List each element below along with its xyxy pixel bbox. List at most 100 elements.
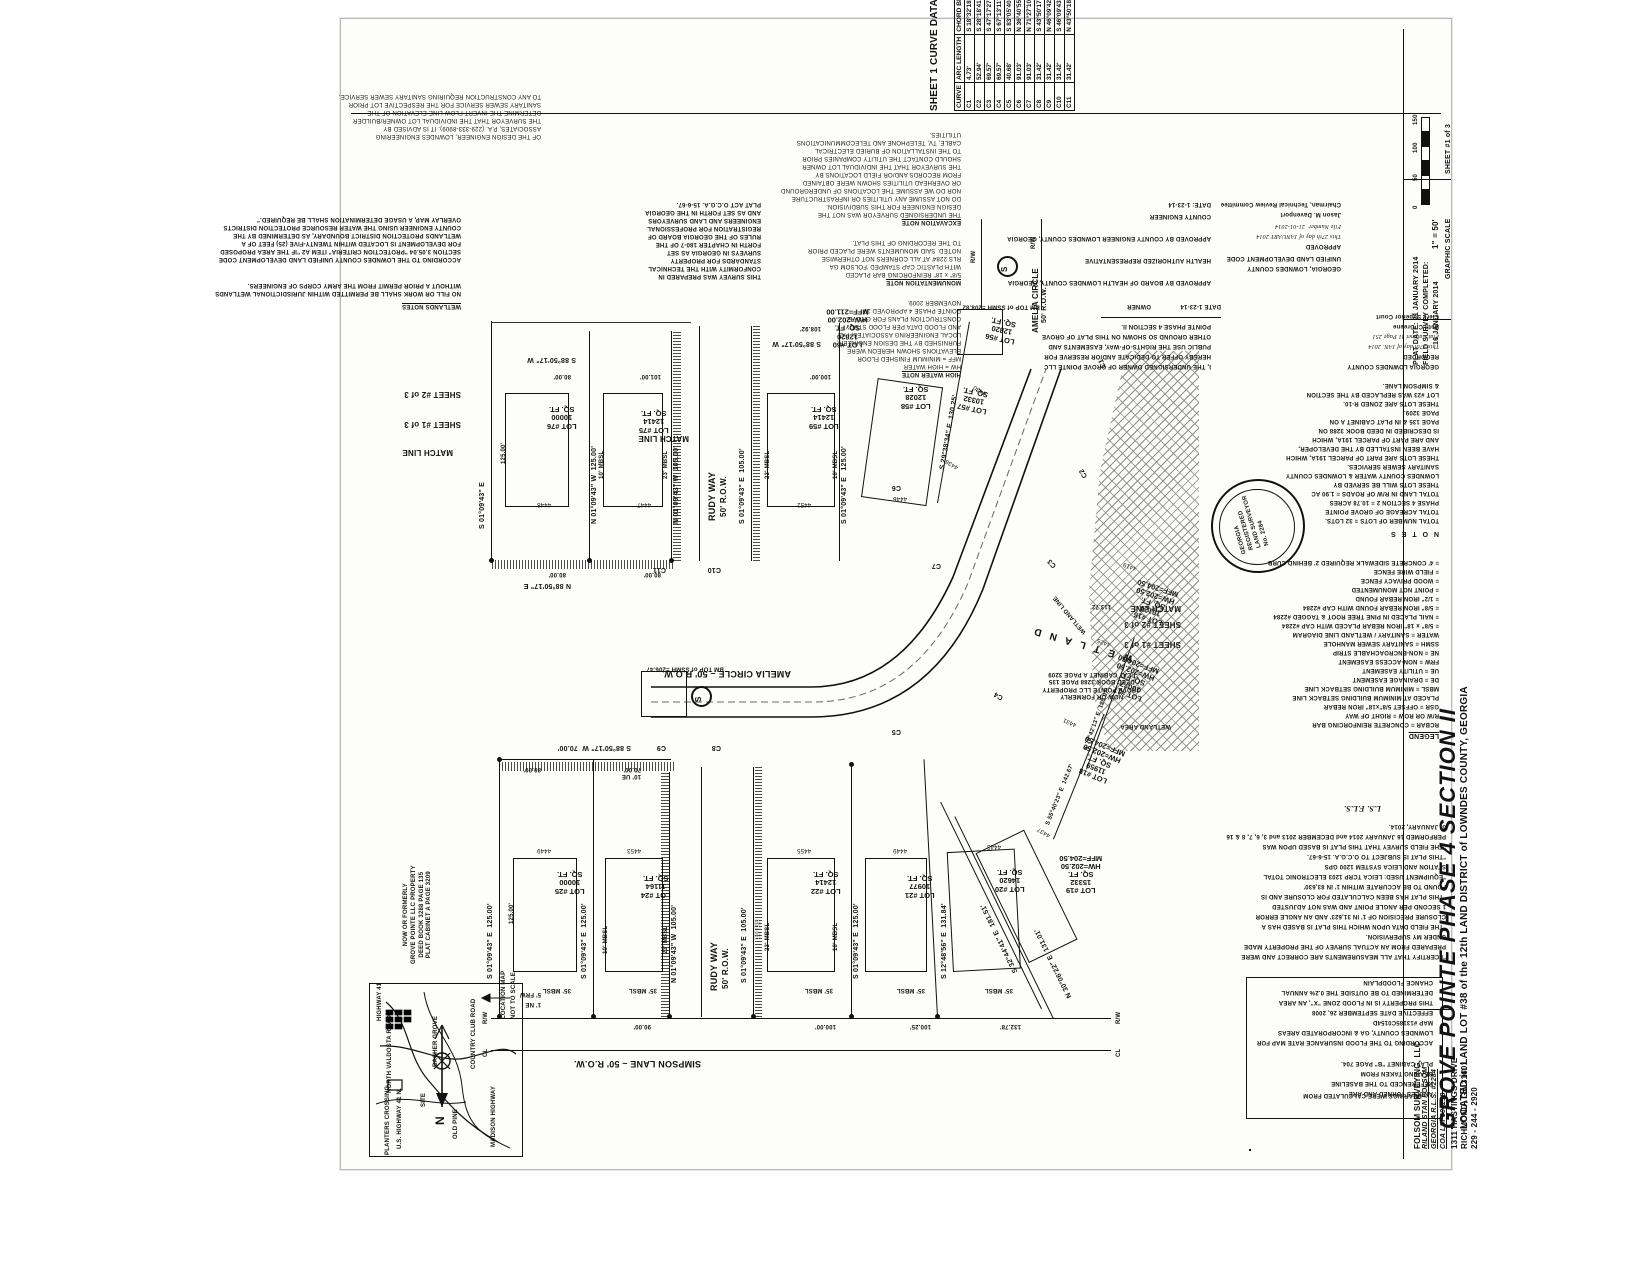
- curve-table-header-row: CURVE ARC LENGTH CHORD BEARING CHORD LEN…: [954, 0, 965, 111]
- vicinity-label-0: HIGHWAY 41: [377, 982, 383, 1021]
- exc-line-5: FROM RECORDS AND/OR FIELD LOCATIONS BY: [815, 171, 961, 177]
- surveyor-city: RICHMOND, GA 31601: [1460, 1060, 1469, 1149]
- curve-data-wrap: SHEET 1 CURVE DATA CURVE ARC LENGTH CHOR…: [929, 0, 1075, 111]
- curve-cell-curve: C10: [1054, 82, 1065, 111]
- bearing-6: S 12°48'56" E 131.84': [941, 903, 948, 979]
- curve-cell-curve: C1: [964, 82, 975, 111]
- lot24-hand: 4453: [626, 846, 642, 853]
- benchmark-box-2: [957, 309, 1003, 355]
- lot76-hand: 4448: [536, 500, 552, 507]
- rudy-way-row-2: 50' R.O.W.: [719, 476, 728, 517]
- dim-11372: 113.72': [1090, 603, 1111, 609]
- wetlands-note-1: ACCORDING TO THE LOWNDES COUNTY UNIFIED …: [218, 216, 461, 262]
- curve-cell-arc-length: 4.73': [964, 34, 975, 83]
- mon-line-0: 5/8" x 18" REINFORCING BAR PLACED: [845, 271, 961, 277]
- exc-line-4: OR OVERHEAD UTILITIES SHOWN WERE OBTAINE…: [802, 179, 961, 185]
- mbsl-35-b: 35' MBSL: [628, 987, 657, 993]
- curve-cell-curve: C2: [974, 82, 985, 111]
- mbsl-35-e: 35' MBSL: [984, 987, 1013, 993]
- lot22-hand: 4455: [796, 846, 812, 853]
- lot58-hand: 4446: [892, 494, 908, 501]
- corner-node: [935, 1014, 940, 1019]
- curve-cell-chord-bearing: N 36°40'55" E: [1014, 0, 1025, 35]
- mon-line-2: RLS 2284' AT ALL CORNERS NOT OTHERWISE: [821, 255, 961, 261]
- simpson-lane-row-e: [491, 1017, 1111, 1019]
- scale-label: 1" = 50': [1431, 219, 1440, 249]
- dim-13278: 132.78': [999, 1023, 1021, 1029]
- corner-node: [751, 1014, 756, 1019]
- curve-cell-chord-bearing: S 67°13'11" W: [994, 0, 1005, 35]
- uldc-line-3: Jason M. Davenport: [1280, 211, 1341, 217]
- exc-line-9: CABLE, TV, TELEPHONE AND TELECOMMUNICATI…: [796, 139, 961, 145]
- curve-col-chordb: CHORD BEARING: [954, 0, 965, 35]
- dim-80-b: 80.00': [548, 571, 566, 577]
- bearing-18: S 88°50'17" W: [772, 340, 821, 347]
- bearing-15: S 01°09'43" E 105.00': [739, 448, 746, 524]
- dim-100-b: 100.00': [809, 373, 831, 379]
- design-line-0: OF THE DESIGN ENGINEER, LOWNDES ENGINEER…: [375, 133, 541, 139]
- design-line-4: SANITARY SEWER SERVICE FOR THE RESPECTIV…: [348, 101, 541, 107]
- dim-90: 90.00': [633, 1023, 651, 1029]
- curve-cell-arc-length: 69.57': [984, 34, 995, 83]
- curve-table-body: C14.73'S 18°32'18" W4.73'179.00'C252.94'…: [964, 0, 1075, 111]
- curve-cell-chord-bearing: S 28°18'41" W: [974, 0, 985, 35]
- approval-1-role: COUNTY ENGINEER: [1149, 213, 1211, 219]
- date-label: DATE 1-23-14: [1180, 303, 1221, 309]
- benchmark-box-1: [641, 671, 687, 717]
- lot25-hand: 4449: [536, 846, 552, 853]
- curve-cell-curve: C9: [1044, 82, 1055, 111]
- curve-callout-c10: C10: [707, 566, 721, 573]
- tech-line-0: THIS SURVEY WAS PREPARED IN: [658, 273, 761, 279]
- design-line-2: THE SURVEYOR THAT THE INDIVIDUAL LOT OWN…: [352, 117, 541, 123]
- ne-label: 1' NE: [525, 1001, 541, 1007]
- mbsl-23-c: 23' MBSL: [663, 450, 669, 479]
- exc-line-8: TO THE INSTALLATION OF BURIED ELECTRICAL: [814, 147, 961, 153]
- curve-cell-chord-bearing: S 18°32'18" W: [964, 0, 975, 35]
- bearing-16: S 01°09'43" E 125.00': [841, 446, 848, 524]
- high-water-note-title: HIGH WATER NOTE: [901, 371, 961, 377]
- wetlands-notes-title: WETLANDS NOTES: [401, 303, 461, 309]
- surveyor-name: RILAND STAN FOLSOM: [1422, 1066, 1429, 1149]
- vicinity-label-7: MADISON HIGHWAY: [491, 1085, 497, 1147]
- bearing-2: S 01°09'43" E 125.00': [581, 903, 588, 979]
- tb-rule-1: [1403, 179, 1451, 181]
- bearing-11: S 01°09'43" E: [479, 482, 486, 529]
- mbsl-35: 35' MBSL: [542, 987, 571, 993]
- approval-0-role: HEALTH AUTHORIZED REPRESENTATIVE: [1084, 257, 1211, 263]
- design-line-5: TO ANY CONSTRUCTION REQUIRING SANITARY S…: [338, 93, 541, 99]
- mon-line-3: NOTED. SAID MONUMENTS WERE PLACED PRIOR: [807, 247, 961, 253]
- design-line-3: DETERMINE THE INVERT FLOW LINE ELEVATION…: [367, 109, 541, 115]
- curve-cell-arc-length: 31.42': [1044, 34, 1055, 83]
- dim-100: 100.00': [814, 1023, 836, 1029]
- hw-line-8: NOVEMBER 2009.: [907, 299, 961, 305]
- vicinity-label-1: NORTH VALDOSTA ROAD: [387, 1014, 393, 1093]
- simpson-cl-mark-2: CL: [1116, 1048, 1122, 1057]
- street-label-rudy-way-1: RUDY WAY: [709, 941, 719, 991]
- dedication-line-4: POINTE PHASE 4 SECTION II.: [1121, 323, 1211, 329]
- curve-cell-arc-length: 69.57': [994, 34, 1005, 83]
- exc-line-7: SHOULD CONTACT THE UTILITY COMPANIES PRI…: [802, 155, 961, 161]
- rw-mark-right: R/W: [971, 250, 977, 263]
- match-line-label-1: MATCH LINE: [402, 448, 453, 457]
- exc-line-2: DO NOT ASSUME ANY UTILITIES OR INFRASTRU…: [791, 195, 961, 201]
- street-label-rudy-way-2: RUDY WAY: [707, 471, 717, 521]
- mbsl-23-d: 23' MBSL: [765, 450, 771, 479]
- rudy-way-n2: [699, 326, 701, 561]
- curve-data-table: CURVE ARC LENGTH CHORD BEARING CHORD LEN…: [954, 0, 1075, 111]
- rudy-way-row-1: 50' R.O.W.: [721, 948, 730, 989]
- simpson-lane-cl: [491, 1049, 1111, 1051]
- uldc-line-2: File Number 21-01-2014: [1274, 223, 1341, 229]
- dedication-line-3: OTHER GROUND SO SHOWN ON THIS PLAT OF GR…: [1041, 333, 1211, 339]
- hw-line-5: AND FLOOD DATA PER FLOOD STUDY: [845, 323, 961, 329]
- hw-line-6: CONSTRUCTION PLANS FOR GROVE: [848, 315, 961, 321]
- curve-cell-chord-bearing: S 43°50'17" W: [1034, 0, 1045, 35]
- ssmh-letter-1: S: [694, 696, 703, 702]
- tb-rule-3: [1403, 1009, 1451, 1011]
- hw-line-1: MFF = MINIMUM FINISHED FLOOR: [857, 355, 961, 361]
- curve-cell-chord-bearing: N 71°27'10" E: [1024, 0, 1035, 35]
